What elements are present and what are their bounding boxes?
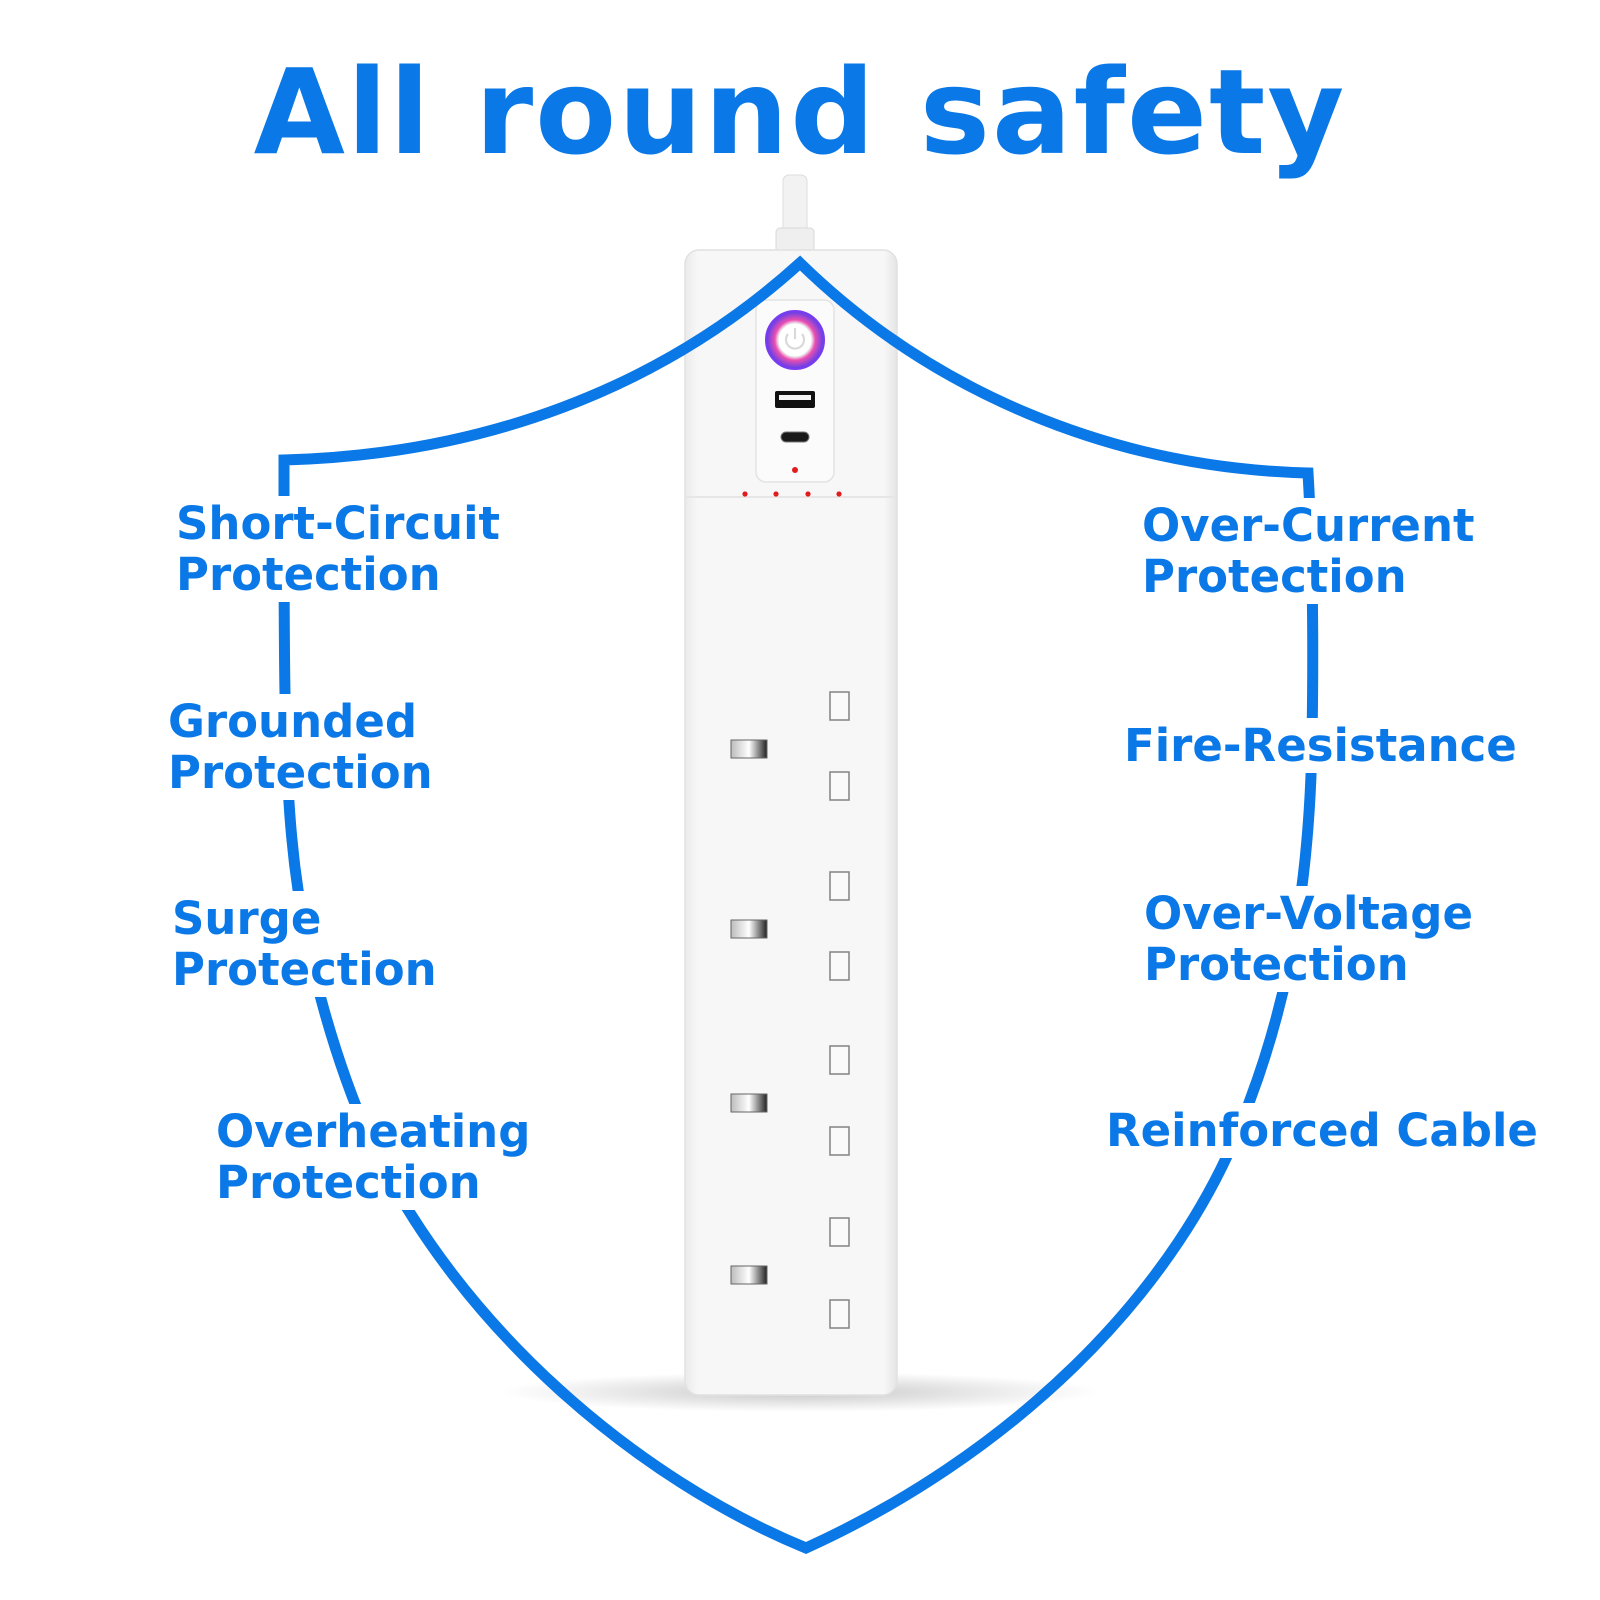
- socket-pin-earth: [730, 1093, 768, 1113]
- indicator-led: [792, 467, 798, 473]
- uk-socket-icon[interactable]: [730, 1217, 850, 1329]
- uk-socket-icon[interactable]: [730, 1045, 850, 1156]
- feature-label-line: Over-Current: [1142, 499, 1475, 552]
- socket-pin-neutral: [829, 771, 850, 801]
- uk-socket-icon[interactable]: [730, 871, 850, 981]
- socket-pin-neutral: [829, 1299, 850, 1329]
- feature-label-line: Protection: [1144, 938, 1409, 991]
- indicator-led: [805, 491, 811, 497]
- indicator-led: [836, 491, 842, 497]
- power-cable: [782, 174, 808, 236]
- power-button-cap: [777, 322, 813, 358]
- feature-label-line: Surge: [172, 892, 322, 945]
- socket-pin-neutral: [829, 1126, 850, 1156]
- socket-pin-live: [829, 871, 850, 901]
- usb-c-port-icon[interactable]: [780, 431, 810, 443]
- feature-label-fire-resistance: Fire-Resistance: [1118, 718, 1523, 773]
- feature-label-line: Protection: [216, 1156, 481, 1209]
- feature-label-over-current: Over-Current Protection: [1136, 498, 1481, 604]
- feature-label-line: Reinforced Cable: [1106, 1104, 1538, 1157]
- feature-label-line: Fire-Resistance: [1124, 719, 1517, 772]
- page-title: All round safety: [253, 43, 1347, 181]
- power-symbol-icon: [784, 333, 806, 350]
- feature-label-short-circuit: Short-Circuit Protection: [170, 496, 507, 602]
- feature-label-line: Grounded: [168, 695, 418, 748]
- indicator-led: [773, 491, 779, 497]
- feature-label-line: Protection: [176, 548, 441, 601]
- socket-pin-neutral: [829, 951, 850, 981]
- socket-pin-live: [829, 1217, 850, 1247]
- feature-label-overheating: Overheating Protection: [210, 1104, 537, 1210]
- socket-pin-earth: [730, 739, 768, 759]
- feature-label-line: Over-Voltage: [1144, 887, 1474, 940]
- feature-label-line: Protection: [1142, 550, 1407, 603]
- feature-label-line: Protection: [168, 746, 433, 799]
- feature-label-surge: Surge Protection: [166, 891, 443, 997]
- feature-label-grounded: Grounded Protection: [162, 694, 439, 800]
- socket-pin-live: [829, 1045, 850, 1075]
- indicator-led: [742, 491, 748, 497]
- feature-label-over-voltage: Over-Voltage Protection: [1138, 886, 1480, 992]
- usb-a-port-tongue: [779, 395, 811, 400]
- socket-pin-earth: [730, 919, 768, 939]
- feature-label-line: Protection: [172, 943, 437, 996]
- feature-label-line: Short-Circuit: [176, 497, 501, 550]
- uk-socket-icon[interactable]: [730, 691, 850, 801]
- feature-label-reinforced-cable: Reinforced Cable: [1100, 1103, 1544, 1158]
- socket-pin-live: [829, 691, 850, 721]
- socket-pin-earth: [730, 1265, 768, 1285]
- feature-label-line: Overheating: [216, 1105, 531, 1158]
